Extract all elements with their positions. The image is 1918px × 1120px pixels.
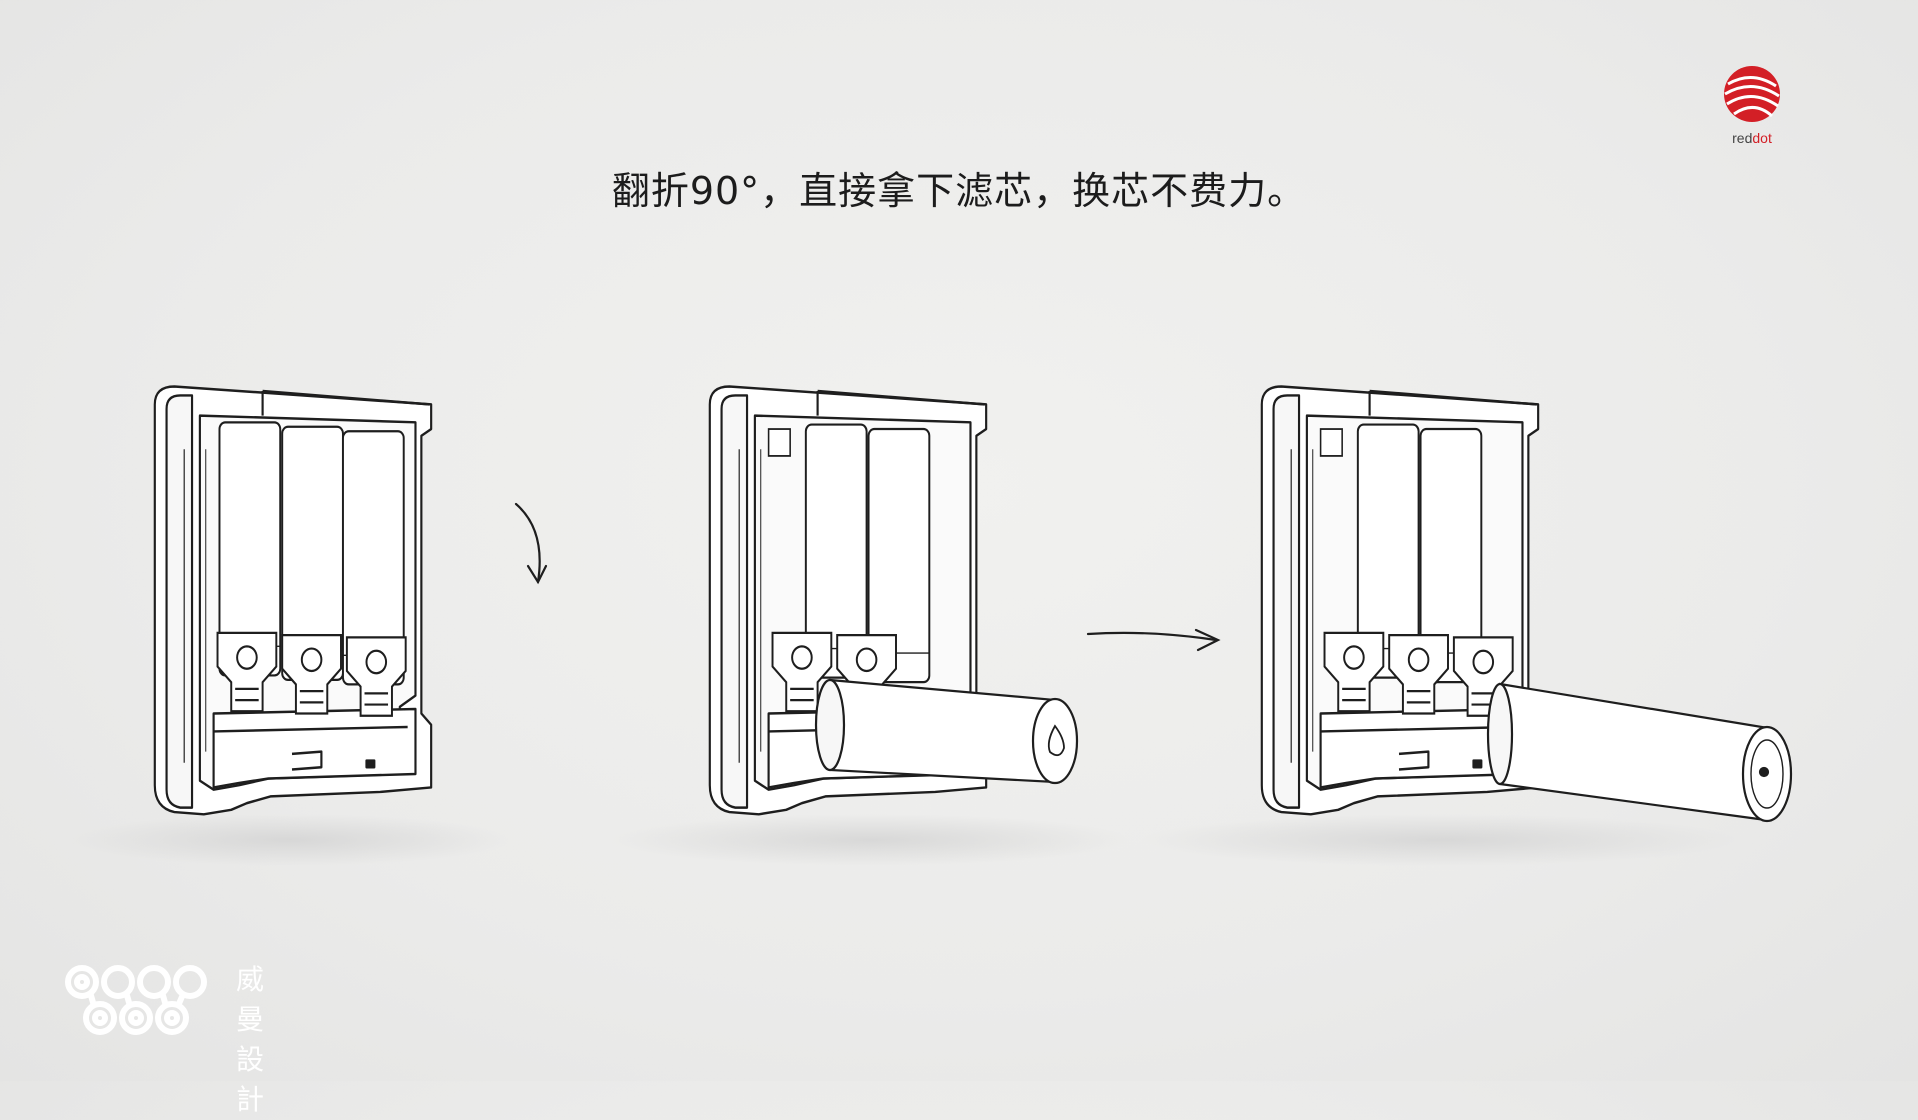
reddot-word-prefix: red: [1732, 130, 1753, 146]
illustration-filters-installed: [153, 385, 433, 816]
brand-name-line2: 設 計: [236, 1043, 275, 1116]
brand-name: 威 曼 設 計: [236, 960, 316, 1120]
arrow-right-icon: [1086, 628, 1221, 652]
headline: 翻折90°，直接拿下滤芯，换芯不费力。: [611, 169, 1307, 213]
tilted-cartridge: [814, 678, 1079, 785]
illustration-filter-folded-out: [708, 385, 988, 816]
reddot-logo-icon: [1724, 66, 1780, 122]
removed-cartridge: [1486, 682, 1793, 823]
brand-name-line1: 威 曼: [236, 963, 275, 1036]
arrow-curve-down-icon: [514, 502, 548, 585]
reddot-word-accent: dot: [1752, 130, 1772, 146]
reddot-wordmark: reddot: [1712, 130, 1792, 146]
illustration-stage: [70, 385, 1793, 866]
illustration-filter-removed: [1260, 385, 1540, 816]
brand-logo-icon: [65, 965, 207, 1035]
